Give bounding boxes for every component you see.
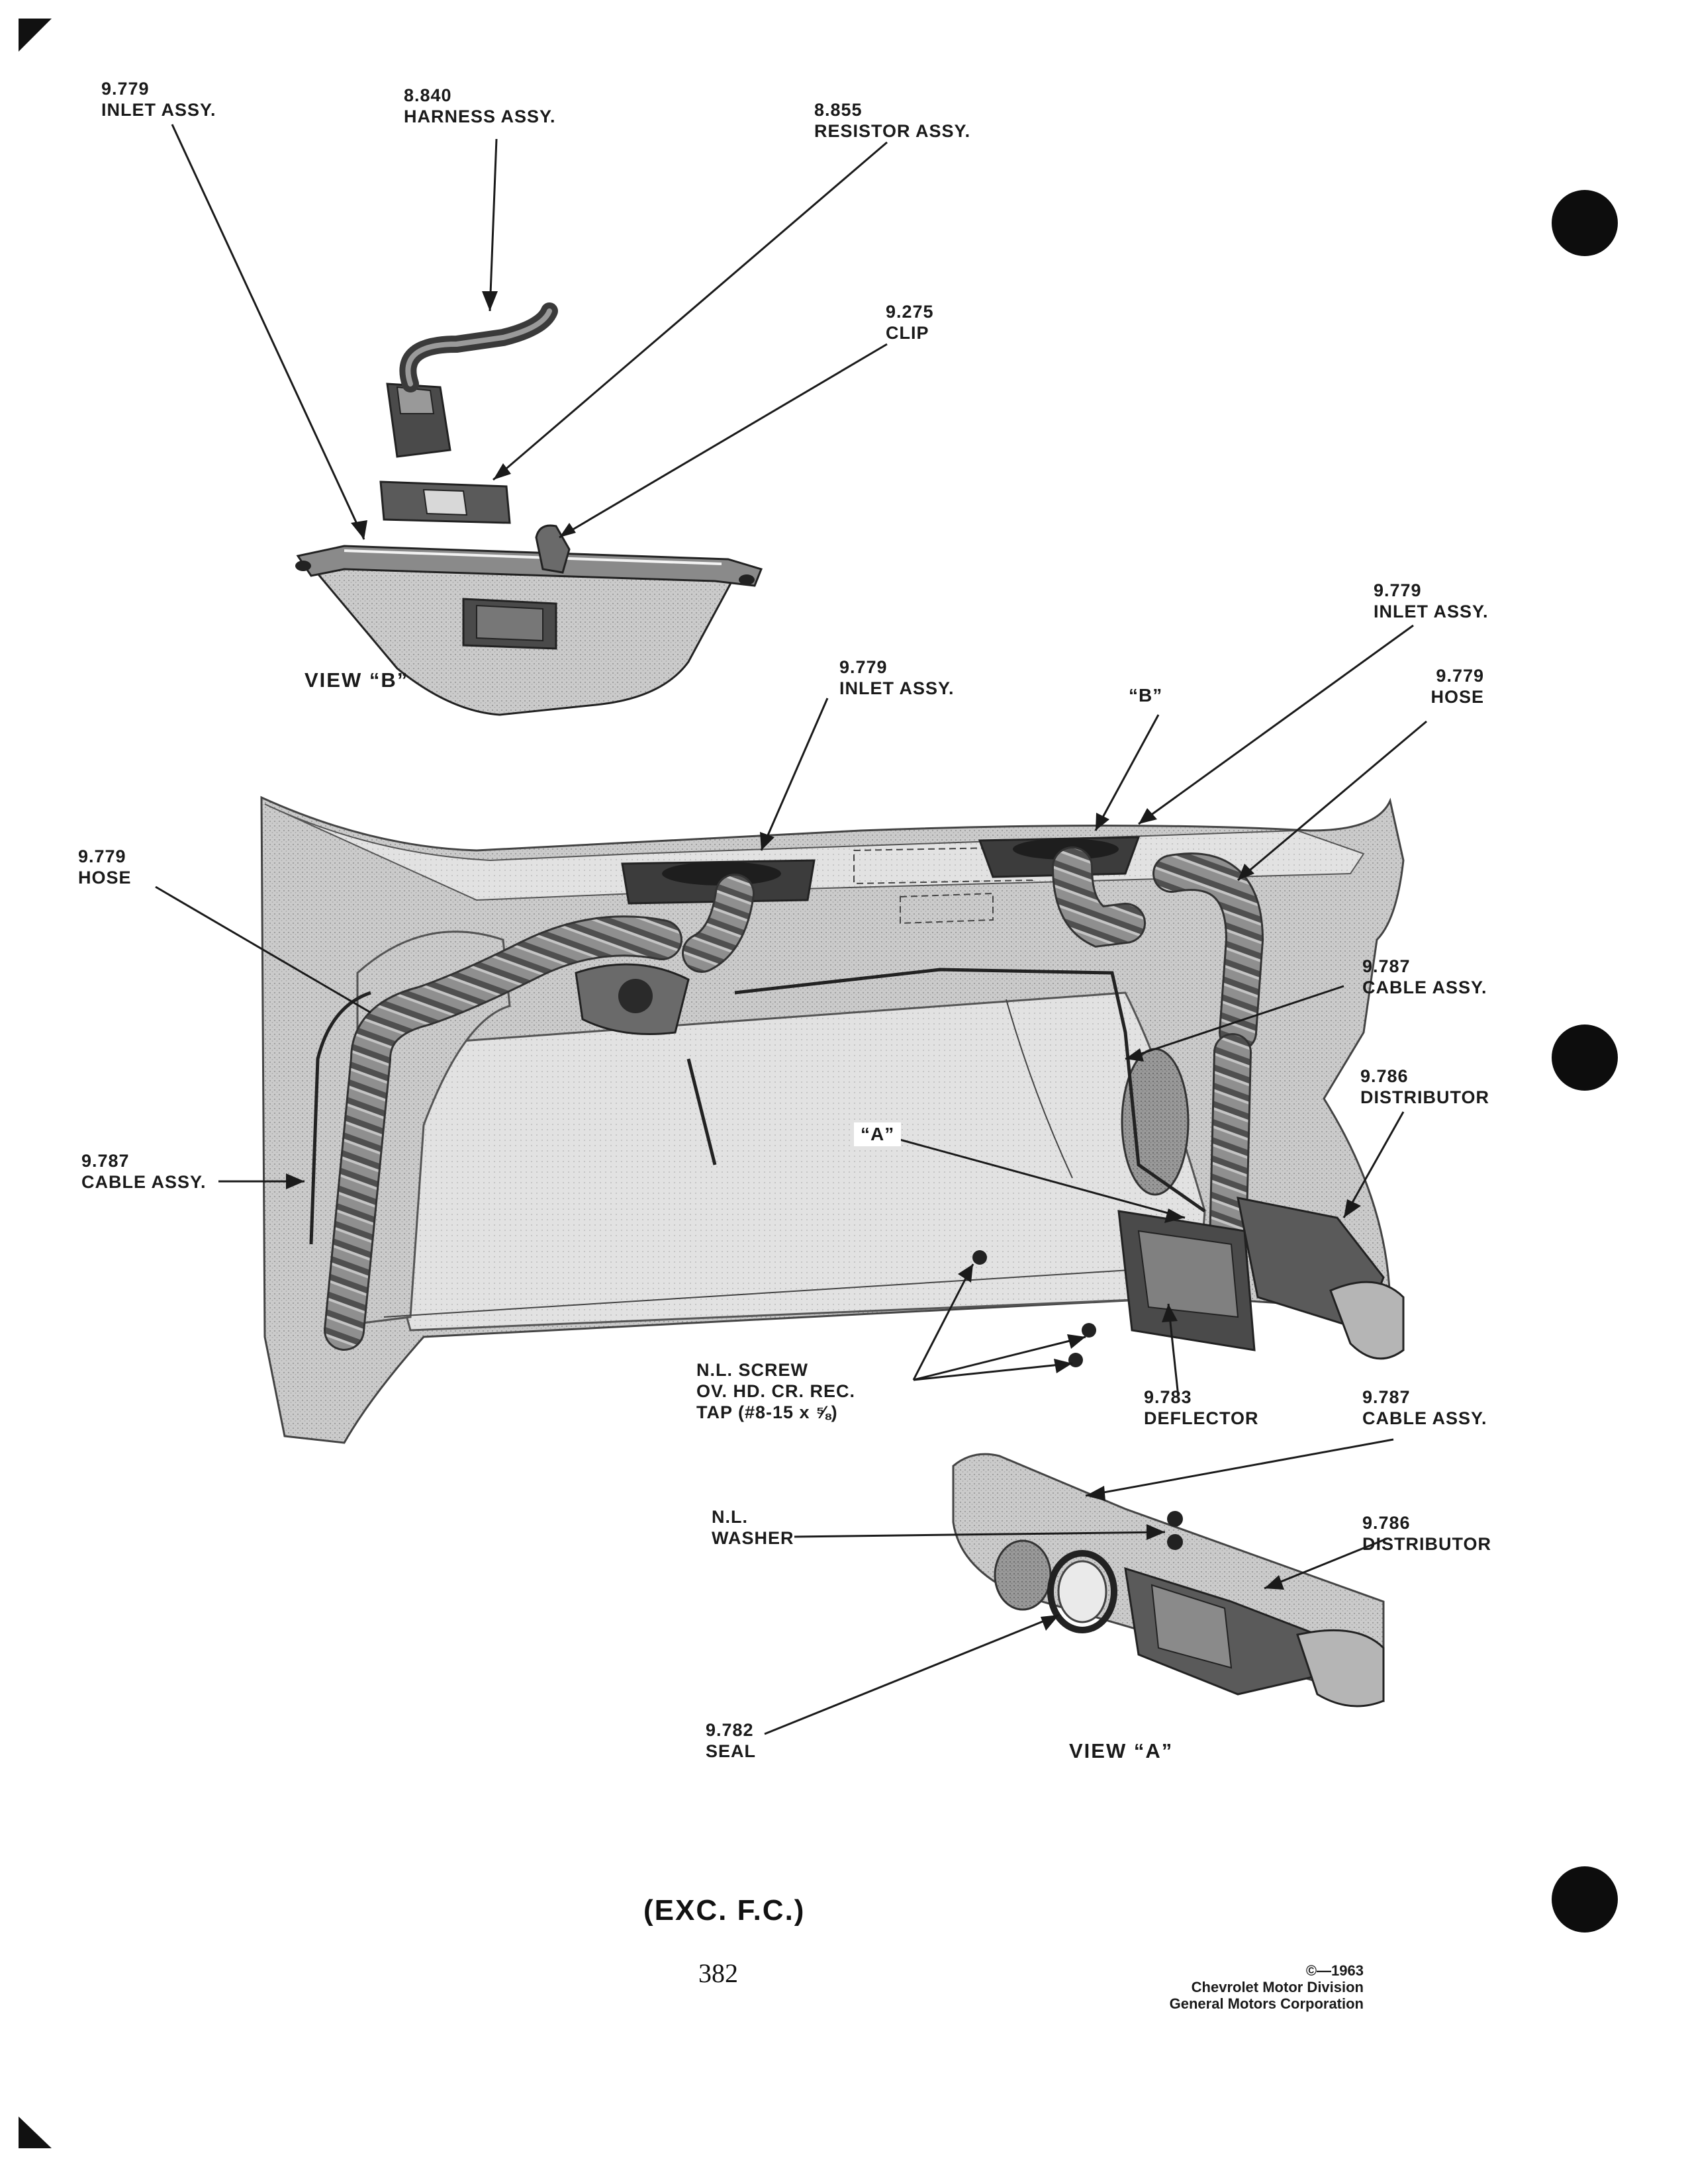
label-line: WASHER [712,1528,794,1548]
label-distributor-upper: 9.786 DISTRIBUTOR [1360,1066,1489,1108]
label-code: 9.275 [886,302,934,322]
leader-arrowheads [286,291,1361,1631]
label-screw-box: N.L. SCREW OV. HD. CR. REC. TAP (#8-15 x… [688,1355,864,1427]
label-name: DISTRIBUTOR [1360,1087,1490,1107]
label-name: HOSE [1430,687,1484,707]
label-name: CABLE ASSY. [1362,1408,1487,1428]
label-hose-right: 9.779 HOSE [1370,665,1484,707]
label-name: INLET ASSY. [1374,602,1489,621]
view-a-caption: VIEW “A” [1069,1739,1174,1762]
label-name: RESISTOR ASSY. [814,121,971,141]
label-cable-assy-lower: 9.787 CABLE ASSY. [1362,1387,1487,1429]
label-code: 9.786 [1362,1513,1411,1533]
label-screw: N.L. SCREW OV. HD. CR. REC. TAP (#8-15 x… [696,1359,855,1423]
label-code: 8.855 [814,100,863,120]
punch-hole-3 [1552,1866,1618,1933]
label-name: INLET ASSY. [101,100,216,120]
label-line: N.L. [712,1507,748,1527]
label-code: 9.779 [78,846,126,866]
page-number: 382 [698,1958,738,1988]
label-code: 9.779 [101,79,150,99]
copyright-block: ©—1963 Chevrolet Motor Division General … [1099,1962,1364,2012]
label-name: CABLE ASSY. [81,1172,207,1192]
corner-mark-top [19,19,52,52]
label-code: 9.779 [1374,580,1422,600]
label-line: N.L. SCREW [696,1360,808,1380]
main-assembly-illustration [260,796,1405,1444]
corner-mark-bottom [19,2116,52,2148]
view-b-illustration [295,302,763,716]
label-cable-assy-left: 9.787 CABLE ASSY. [81,1150,207,1193]
copyright-year: ©—1963 [1305,1962,1364,1979]
view-a-tag: “A” [854,1122,902,1146]
label-deflector: 9.783 DEFLECTOR [1144,1387,1259,1429]
label-code: 9.779 [839,657,888,677]
label-line: TAP (#8-15 x ⅝) [696,1402,838,1422]
label-code: 9.783 [1144,1387,1192,1407]
label-washer: N.L. WASHER [712,1506,794,1549]
label-name: HOSE [78,868,132,887]
label-cable-assy-right: 9.787 CABLE ASSY. [1362,956,1487,998]
label-distributor-lower: 9.786 DISTRIBUTOR [1362,1512,1491,1555]
label-clip: 9.275 CLIP [886,301,934,343]
label-code: 9.787 [1362,1387,1411,1407]
company-line-2: General Motors Corporation [1169,1995,1364,2012]
label-name: CLIP [886,323,929,343]
label-code: 9.787 [81,1151,130,1171]
punch-hole-1 [1552,190,1618,256]
label-code: 9.779 [1436,666,1484,686]
label-name: INLET ASSY. [839,678,955,698]
label-name: SEAL [706,1741,757,1761]
view-b-caption: VIEW “B” [305,668,409,692]
company-line-1: Chevrolet Motor Division [1191,1979,1364,1995]
label-inlet-assy-top: 9.779 INLET ASSY. [101,78,216,120]
label-name: DEFLECTOR [1144,1408,1259,1428]
label-name: CABLE ASSY. [1362,978,1487,997]
applicability-note: (EXC. F.C.) [643,1894,806,1927]
label-code: 9.782 [706,1720,754,1740]
label-resistor-assy: 8.855 RESISTOR ASSY. [814,99,970,142]
view-a-illustration [952,1453,1385,1707]
label-name: HARNESS ASSY. [404,107,556,126]
label-code: 9.786 [1360,1066,1409,1086]
view-b-tag: “B” [1129,685,1163,705]
label-code: 8.840 [404,85,452,105]
label-inlet-assy-center: 9.779 INLET ASSY. [839,657,955,699]
label-code: 9.787 [1362,956,1411,976]
label-line: OV. HD. CR. REC. [696,1381,856,1401]
label-seal: 9.782 SEAL [706,1719,756,1762]
label-hose-left: 9.779 HOSE [78,846,132,888]
label-inlet-assy-right: 9.779 INLET ASSY. [1374,580,1489,622]
punch-hole-2 [1552,1024,1618,1091]
label-harness-assy: 8.840 HARNESS ASSY. [404,85,556,127]
leader-lines [155,124,1427,1735]
label-name: DISTRIBUTOR [1362,1534,1492,1554]
